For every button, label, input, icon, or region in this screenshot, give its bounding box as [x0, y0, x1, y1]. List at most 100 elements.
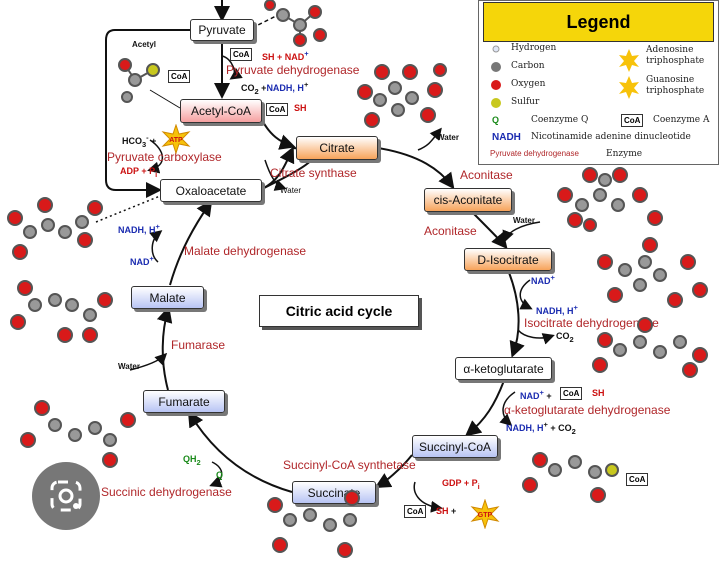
legend-sulfur: Sulfur: [511, 97, 540, 107]
label-sh-nad: SH + NAD+: [262, 49, 309, 62]
label-water-out: Water: [437, 133, 459, 142]
metabolite-succinyl-coa: Succinyl-CoA: [412, 435, 498, 458]
arrow-nad-nadh-1: [519, 279, 533, 310]
label-nad-2: NAD+ +: [520, 388, 552, 401]
label-water-cs: Water: [280, 186, 302, 195]
legend-enzyme: Enzyme: [606, 149, 643, 159]
legend-swatches: [491, 45, 639, 108]
molecule-ketoglutarate: [592, 317, 708, 378]
label-hco3: HCO3- +: [122, 133, 157, 149]
metabolite-alpha-ketoglutarate: α-ketoglutarate: [455, 357, 552, 380]
arrow-isocitrate-akg: [507, 269, 525, 358]
arrow-water-cs: [264, 159, 287, 191]
dots-oxaloacetate-molecule: [95, 195, 161, 223]
legend-oxygen: Oxygen: [511, 79, 546, 89]
enzyme-aconitase-1: Aconitase: [460, 168, 513, 182]
lens-icon: [50, 480, 82, 512]
legend-carbon: Carbon: [511, 61, 545, 71]
legend-gtp-star-icon: [619, 76, 639, 99]
carbon-swatch-icon: [491, 62, 501, 72]
enzyme-succinic-dehydrogenase: Succinic dehydrogenase: [101, 485, 232, 499]
arrow-water-fumarase: [129, 352, 168, 371]
enzyme-aconitase-2: Aconitase: [424, 224, 477, 238]
label-nadh-malate: NADH, H+: [118, 222, 160, 235]
metabolite-oxaloacetate: Oxaloacetate: [160, 179, 262, 202]
legend-enzyme-key: Pyruvate dehydrogenase: [490, 149, 579, 158]
legend-atp-star-icon: [619, 49, 639, 72]
enzyme-akg-dehydrogenase: α-ketoglutarate dehydrogenase: [504, 403, 671, 417]
molecule-isocitrate: [597, 237, 708, 308]
label-qh2: QH2: [183, 454, 201, 467]
legend-coenzyme-q: Coenzyme Q: [531, 115, 589, 125]
arrow-carboxylase-side: [147, 139, 164, 174]
coa-tag-succinyl-molecule: CoA: [626, 473, 649, 486]
label-water-in: Water: [513, 216, 535, 225]
arrow-succinate-fumarate: [187, 410, 293, 493]
legend-nadh-key: NADH: [492, 132, 521, 143]
metabolite-isocitrate: D-Isocitrate: [464, 248, 552, 271]
arrow-cisaconitate-isocitrate: [469, 209, 508, 250]
line-acetyl: [149, 89, 181, 109]
dash-pyruvate-molecule: [251, 13, 281, 29]
arrow-water-out-1: [417, 127, 442, 151]
arrow-malate-oxaloacetate: [169, 199, 213, 286]
coa-tag-acetyl: CoA: [266, 103, 289, 116]
legend-coa-key: CoA: [621, 114, 644, 127]
arrow-nad-malate: [149, 230, 163, 263]
arrow-citrate-cisaconitate: [377, 147, 455, 190]
arrow-co2-1: [517, 329, 555, 345]
arrow-water-in: [502, 221, 541, 243]
metabolite-acetyl-coa: Acetyl-CoA: [180, 99, 262, 123]
label-co2-1: CO2: [556, 331, 574, 344]
legend-nadh: Nicotinamide adenine dinucleotide: [531, 132, 691, 142]
arrow-akg-succinylcoa: [464, 377, 506, 437]
arrow-gdp-gtp: [413, 481, 443, 513]
enzyme-fumarase: Fumarase: [171, 338, 226, 352]
label-adp-pi: ADP + Pi: [120, 166, 158, 179]
label-nad-1: NAD+: [531, 273, 555, 286]
molecule-pyruvate: [264, 0, 327, 47]
legend-gtp: Guanosine triphosphate: [646, 75, 705, 96]
legend-hydrogen: Hydrogen: [511, 43, 557, 53]
arrow-pdh-side: [221, 55, 243, 80]
atp-star-icon: ATP: [161, 124, 191, 154]
molecule-succinyl-coa: [522, 452, 619, 503]
coa-tag-akg: CoA: [560, 387, 583, 400]
label-acetyl: Acetyl: [132, 40, 157, 49]
coa-tag-succinyl: CoA: [404, 505, 427, 518]
arrow-succinylcoa-succinate: [374, 454, 413, 488]
enzyme-succinyl-coa-synthetase: Succinyl-CoA synthetase: [283, 458, 416, 472]
arrow-nad-nadh-2: [499, 391, 516, 427]
label-sh-acetyl: SH: [294, 103, 307, 113]
molecule-citrate: [357, 63, 447, 128]
label-gdp-pi: GDP + Pi: [442, 478, 480, 491]
label-nadh-1: NADH, H+: [536, 303, 578, 316]
metabolite-malate: Malate: [131, 286, 204, 309]
legend-title: Legend: [483, 2, 714, 42]
label-sh-akg: SH: [592, 388, 605, 398]
legend-q-key: Q: [492, 115, 500, 125]
legend-atp: Adenosine triphosphate: [646, 45, 705, 66]
label-nad-malate: NAD+: [130, 254, 154, 267]
arrow-q-qh2: [209, 461, 223, 488]
coa-tag-acetyl-molecule: CoA: [168, 70, 191, 83]
legend-coenzyme-a: Coenzyme A: [653, 115, 710, 125]
image-search-lens-button[interactable]: [32, 462, 100, 530]
enzyme-citrate-synthase: Citrate synthase: [270, 166, 357, 180]
label-sh-plus: SH +: [436, 506, 457, 516]
label-water-fumarase: Water: [118, 362, 140, 371]
oxygen-swatch-icon: [491, 80, 501, 90]
molecule-fumarate: [20, 400, 136, 468]
metabolite-fumarate: Fumarate: [143, 390, 225, 413]
label-co2-nadh: CO2 +NADH, H+: [241, 80, 309, 96]
legend-panel: Legend Hydrogen Carbon Oxygen Sulfur Q C…: [478, 0, 719, 165]
diagram-title: Citric acid cycle: [259, 295, 419, 327]
molecule-cis-aconitate: [557, 167, 663, 232]
molecule-succinate: [267, 490, 360, 558]
atp-star-label: ATP: [169, 137, 183, 144]
molecule-oxaloacetate: [7, 197, 103, 260]
sulfur-swatch-icon: [491, 98, 501, 108]
